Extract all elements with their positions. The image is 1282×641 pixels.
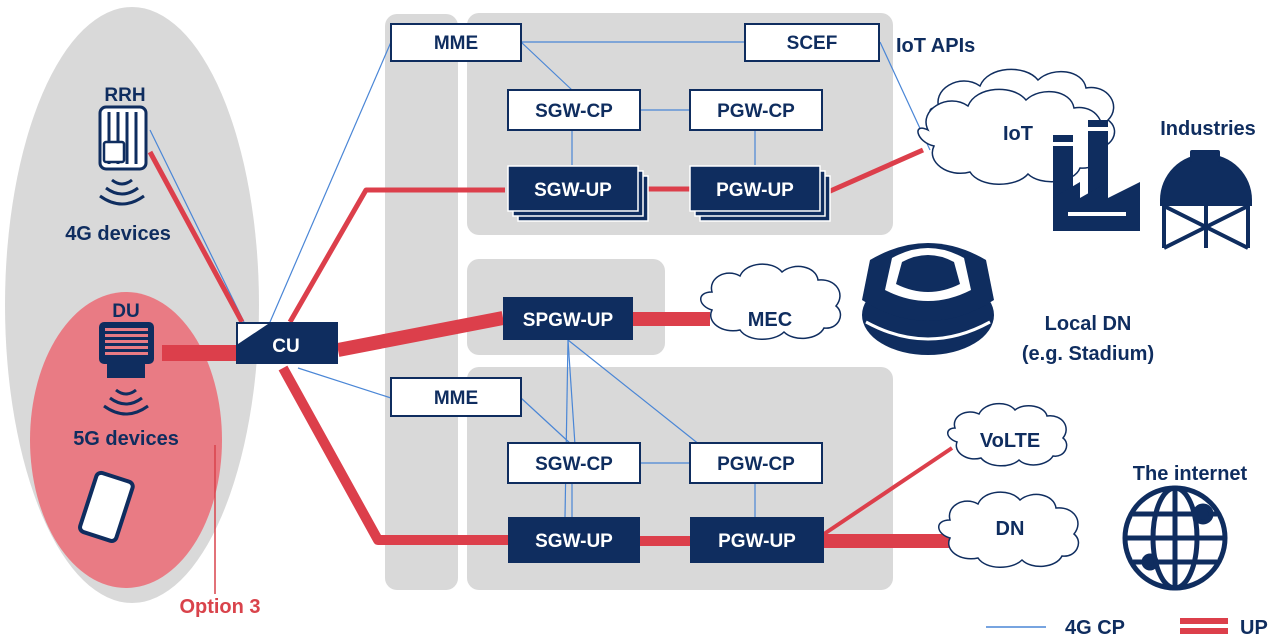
scef-label: SCEF bbox=[787, 33, 838, 54]
sgw-up-top-stack bbox=[507, 165, 649, 222]
local-dn-label-line1: Local DN bbox=[1045, 313, 1132, 335]
legend-cp-label: 4G CP bbox=[1065, 617, 1125, 639]
local-dn-label-line2: (e.g. Stadium) bbox=[1022, 343, 1154, 365]
cp-links bbox=[149, 41, 931, 518]
legend-up-label: UP bbox=[1240, 617, 1268, 639]
pgw-up-bottom-box bbox=[690, 517, 824, 563]
sgw-cp-bottom-label: SGW-CP bbox=[535, 454, 613, 475]
phone-icon bbox=[78, 470, 135, 543]
mme-bottom-label: MME bbox=[434, 388, 478, 409]
mme-bottom-box bbox=[390, 377, 522, 417]
rrh-label: RRH bbox=[104, 85, 145, 106]
pgw-up-top-label: PGW-UP bbox=[716, 180, 794, 201]
dn-cloud-label: DN bbox=[996, 518, 1025, 540]
5g-devices-label: 5G devices bbox=[73, 428, 179, 450]
core-vertical-panel bbox=[385, 14, 458, 590]
mec-cloud-label: MEC bbox=[748, 309, 792, 331]
scef-box bbox=[744, 23, 880, 62]
mme-top-box bbox=[390, 23, 522, 62]
pgw-cp-bottom-label: PGW-CP bbox=[717, 454, 795, 475]
du-icon bbox=[99, 322, 154, 416]
pgw-up-bottom-label: PGW-UP bbox=[718, 531, 796, 552]
up-links bbox=[147, 147, 954, 548]
cu-node bbox=[236, 322, 338, 364]
option-3-label: Option 3 bbox=[179, 596, 260, 618]
factory-icon bbox=[1053, 120, 1252, 250]
du-label: DU bbox=[112, 301, 139, 322]
iot-cloud-label: IoT bbox=[1003, 123, 1033, 145]
rrh-icon bbox=[98, 105, 148, 206]
5g-area-ellipse bbox=[30, 292, 222, 588]
industries-label: Industries bbox=[1160, 118, 1256, 140]
sgw-up-top-label: SGW-UP bbox=[534, 180, 612, 201]
pgw-up-top-stack bbox=[689, 165, 831, 222]
sgw-up-bottom-label: SGW-UP bbox=[535, 531, 613, 552]
sgw-cp-bottom-box bbox=[507, 442, 641, 484]
globe-icon bbox=[1122, 485, 1228, 591]
sgw-up-bottom-box bbox=[508, 517, 640, 563]
volte-cloud-label: VoLTE bbox=[980, 430, 1040, 452]
mme-top-label: MME bbox=[434, 33, 478, 54]
legend-up-swatch bbox=[1180, 618, 1228, 624]
spgw-up-box bbox=[503, 297, 633, 340]
sgw-cp-top-box bbox=[507, 89, 641, 131]
pgw-cp-bottom-box bbox=[689, 442, 823, 484]
internet-label: The internet bbox=[1133, 463, 1248, 485]
spgw-up-label: SPGW-UP bbox=[523, 310, 614, 331]
stadium-icon bbox=[862, 243, 994, 355]
pgw-cp-top-label: PGW-CP bbox=[717, 101, 795, 122]
4g-devices-label: 4G devices bbox=[65, 223, 171, 245]
legend-up-swatch-2 bbox=[1180, 628, 1228, 634]
iot-apis-label: IoT APIs bbox=[896, 35, 975, 57]
pgw-cp-top-box bbox=[689, 89, 823, 131]
sgw-cp-top-label: SGW-CP bbox=[535, 101, 613, 122]
cu-label: CU bbox=[272, 336, 299, 357]
